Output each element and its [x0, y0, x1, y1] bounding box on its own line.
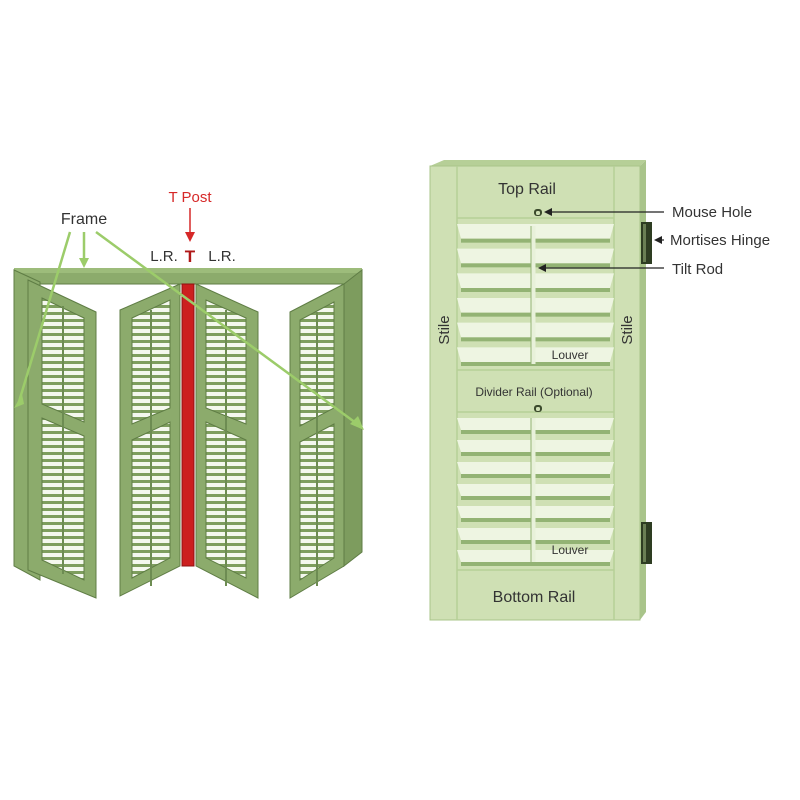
- shutter-side-depth: [640, 160, 646, 620]
- left-louver-rod-label: L.R.: [150, 248, 178, 265]
- mortises-hinge-label: Mortises Hinge: [670, 232, 770, 249]
- frame-arrow-head-3: [350, 416, 364, 430]
- mouse-hole-lower: [534, 405, 542, 412]
- top-rail-label: Top Rail: [498, 181, 556, 198]
- hinge-upper: [641, 222, 652, 264]
- frame-pointer-lines: [16, 230, 361, 428]
- mortises-hinge-pointer: [654, 236, 664, 244]
- shutter-anatomy-diagram: Top Rail Bottom Rail Stile Stile Louver …: [429, 160, 770, 621]
- shutter-panel-2: [119, 283, 181, 597]
- tilt-rod-pointer: [538, 264, 664, 272]
- frame-top-beam: [13, 268, 363, 285]
- mouse-hole-upper: [534, 209, 542, 216]
- mouse-hole-pointer: [544, 208, 664, 216]
- mouse-hole-label: Mouse Hole: [672, 204, 752, 221]
- stile-right-label: Stile: [619, 315, 636, 344]
- shutter-panel-3: [195, 283, 259, 599]
- louver-upper-label: Louver: [552, 348, 589, 362]
- frame-label: Frame: [61, 211, 107, 228]
- frame-arrow-head-1: [14, 394, 24, 408]
- shutter-top-bevel: [430, 160, 646, 166]
- louver-lower-label: Louver: [552, 543, 589, 557]
- frame-arrow-head-2: [79, 258, 89, 268]
- right-louver-rod-label: L.R.: [208, 248, 236, 265]
- tilt-rod-label: Tilt Rod: [672, 261, 723, 278]
- shutter-panel-1: [13, 269, 97, 599]
- shutter-panel-4: [289, 268, 363, 599]
- t-post-label: T Post: [168, 189, 212, 206]
- bottom-rail-label: Bottom Rail: [493, 589, 576, 606]
- bifold-shutter-diagram: Frame T Post L.R. T L.R.: [13, 189, 364, 599]
- t-marker-label: T: [185, 247, 196, 266]
- hinge-lower: [641, 522, 652, 564]
- stile-left-label: Stile: [436, 315, 453, 344]
- t-post: [181, 283, 195, 567]
- divider-rail-label: Divider Rail (Optional): [475, 385, 592, 399]
- t-post-arrow-head: [185, 232, 195, 242]
